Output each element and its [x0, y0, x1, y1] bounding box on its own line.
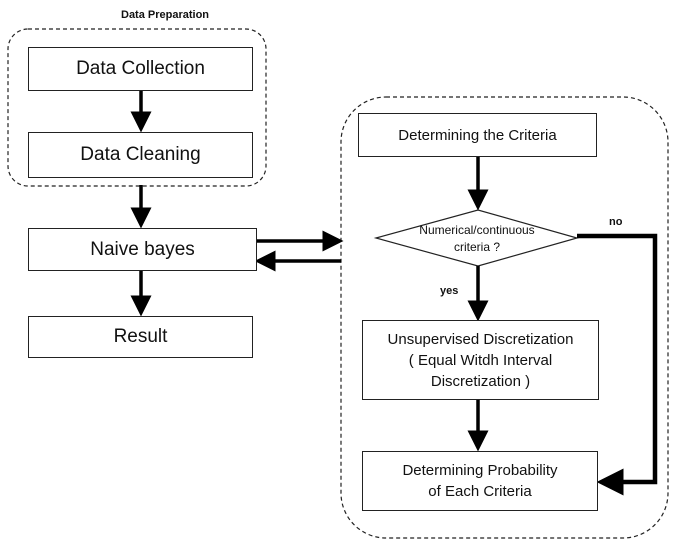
- decision-label: Numerical/continuous criteria ?: [419, 223, 535, 254]
- discretization-group: [340, 96, 669, 539]
- data-preparation-title: Data Preparation: [121, 9, 210, 21]
- data-collection-box: Data Collection: [28, 47, 253, 91]
- determining-criteria-box: Determining the Criteria: [358, 113, 597, 157]
- no-label: no: [609, 216, 623, 228]
- probability-box: Determining Probability of Each Criteria: [362, 451, 598, 511]
- yes-label: yes: [440, 285, 459, 297]
- discretization-box: Unsupervised Discretization ( Equal Witd…: [362, 320, 599, 400]
- data-preparation-group: [7, 28, 267, 187]
- data-cleaning-box: Data Cleaning: [28, 132, 253, 178]
- result-box: Result: [28, 316, 253, 358]
- naive-bayes-box: Naive bayes: [28, 228, 257, 271]
- arrow-decision-no: [577, 233, 658, 496]
